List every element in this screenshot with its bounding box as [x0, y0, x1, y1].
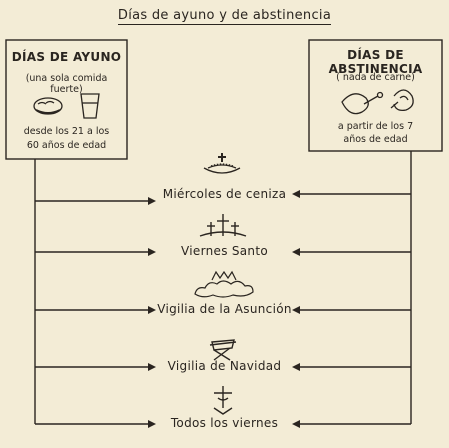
abstinence-subtitle: ( nada de carne): [336, 72, 415, 83]
page-title: Días de ayuno y de abstinencia: [117, 8, 332, 25]
water-glass-icon: [80, 93, 100, 119]
fasting-heading: DÍAS DE AYUNO: [11, 50, 122, 64]
bread-icon: [33, 97, 63, 115]
ash-bowl-cross-icon: [203, 153, 241, 174]
manger-icon: [209, 339, 237, 361]
day-label-all-fridays: Todos los viernes: [170, 416, 279, 430]
abstinence-age-line1: a partir de los 7: [337, 121, 414, 132]
fasting-box: [5, 39, 128, 160]
fasting-age-line2: 60 años de edad: [26, 140, 107, 151]
day-label-assumption-vigil: Vigilia de la Asunción: [157, 302, 292, 316]
fasting-subtitle: (una sola comida fuerte): [25, 73, 108, 95]
sausage-icon: [390, 89, 414, 112]
fasting-age-line1: desde los 21 a los: [23, 126, 110, 137]
abstinence-age-line2: años de edad: [343, 134, 408, 145]
crucifix-icon: [213, 386, 233, 415]
day-label-ash-wednesday: Miércoles de ceniza: [162, 187, 287, 201]
three-crosses-icon: [199, 214, 247, 237]
ham-icon: [341, 91, 384, 115]
clouds-icon: [194, 270, 254, 298]
abstinence-heading: DÍAS DE ABSTINENCIA: [328, 48, 423, 76]
day-label-christmas-vigil: Vigilia de Navidad: [167, 359, 282, 373]
day-label-good-friday: Viernes Santo: [181, 244, 268, 258]
abstinence-box: [308, 39, 443, 152]
